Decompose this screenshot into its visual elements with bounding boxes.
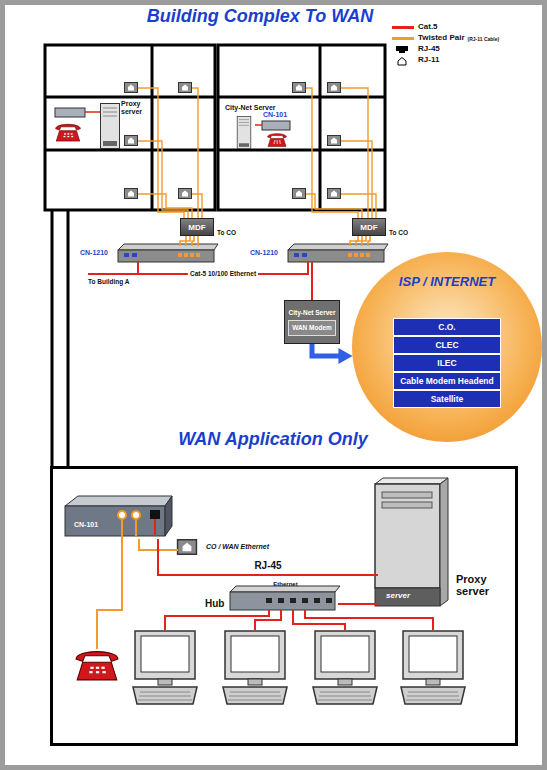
node-text: Proxy server (456, 573, 511, 597)
node-text: WAN Application Only (53, 429, 493, 450)
wall-jack: CO / WAN Ethernet (178, 542, 202, 558)
connector (350, 236, 370, 246)
connector-line (192, 236, 194, 246)
server-tower: serverProxy server (378, 487, 443, 609)
connector (180, 236, 198, 246)
connector-line (338, 603, 378, 605)
node-text: City-Net Server (289, 309, 336, 317)
building-equipment (55, 104, 290, 149)
provider-band: C.O. (393, 318, 501, 336)
node-text: Cable Modem Headend (400, 376, 494, 386)
node-text: Proxy server (121, 100, 151, 116)
node-text: ILEC (437, 358, 456, 368)
node-text: CLEC (435, 340, 458, 350)
page-border (3, 3, 545, 768)
provider-band: ILEC (393, 354, 501, 372)
building-walls (45, 45, 385, 466)
node-text: Ethernet (233, 581, 338, 587)
ethernet-hub: HubEthernet (233, 595, 338, 613)
modem-box: City-Net ServerWAN Modem (284, 300, 340, 344)
node-text: C.O. (438, 322, 455, 332)
legend-text: Twisted Pair (418, 33, 465, 43)
provider-band: Cable Modem Headend (393, 372, 501, 390)
node-text: MDF (188, 223, 205, 232)
node-text: City-Net Server (225, 104, 276, 112)
node-text: CN-101 (74, 521, 98, 529)
node-text: CN-101 (263, 111, 287, 119)
zoom-frame: WAN Application OnlyCN-101CO / WAN Ether… (50, 466, 518, 746)
mdf-box: MDF (352, 218, 386, 236)
node-text: Satellite (431, 394, 464, 404)
connector-line (368, 236, 370, 246)
arrow-head (338, 348, 352, 364)
connector-line (356, 236, 362, 246)
connector (338, 604, 378, 605)
node-text: WAN Modem (288, 320, 336, 336)
isp-circle: ISP / INTERNET C.O. CLEC ILEC Cable Modem He… (352, 252, 542, 442)
legend-text: RJ-45 (418, 44, 440, 54)
legend-swatch (392, 37, 414, 40)
connector-line (197, 236, 199, 246)
provider-band: CLEC (393, 336, 501, 354)
router-device: CN-101 (262, 121, 290, 130)
connector-line (362, 236, 366, 246)
switch-device: CN-1210 (118, 246, 214, 262)
twisted-pair-wires (138, 88, 376, 218)
connector-line (186, 236, 190, 246)
edge-label: Cat-5 10/100 Ethernet (188, 270, 258, 278)
wall-jacks (125, 83, 341, 199)
note-label: To Building A (88, 278, 130, 286)
edge-label: RJ-45 (252, 560, 283, 571)
note-label: To CO (217, 229, 236, 237)
note-label: (RJ-11 Cable) (468, 36, 500, 42)
connector-line (312, 344, 339, 356)
node-text: ISP / INTERNET (352, 274, 542, 289)
node-text: Hub (205, 598, 224, 609)
connector (158, 539, 378, 575)
connector (312, 344, 352, 364)
diagram-title: Building Complex To WAN (0, 6, 520, 27)
server-tower: Proxy server (100, 103, 120, 149)
node-text: CO / WAN Ethernet (206, 543, 269, 550)
legend-icons (396, 46, 408, 65)
node-text: MDF (360, 223, 377, 232)
mdf-box: MDF (180, 218, 214, 236)
node-text: CN-1210 (80, 249, 108, 257)
connector-line (180, 236, 186, 246)
legend-swatch (392, 26, 414, 29)
legend-text: Cat.5 (418, 22, 438, 32)
legend-text: RJ-11 (418, 55, 439, 65)
switch-device: CN-1210 (288, 246, 384, 262)
note-label: To CO (389, 229, 408, 237)
node-text: CN-1210 (250, 249, 278, 257)
connector (312, 262, 313, 300)
connector-line (158, 539, 378, 575)
connector-line (311, 262, 313, 300)
hub-server-drawing (133, 478, 465, 704)
node-text: server (386, 591, 410, 600)
router-device: CN-101 (68, 499, 168, 539)
provider-band: Satellite (393, 390, 501, 408)
server-tower: City-Net Server (233, 116, 255, 149)
